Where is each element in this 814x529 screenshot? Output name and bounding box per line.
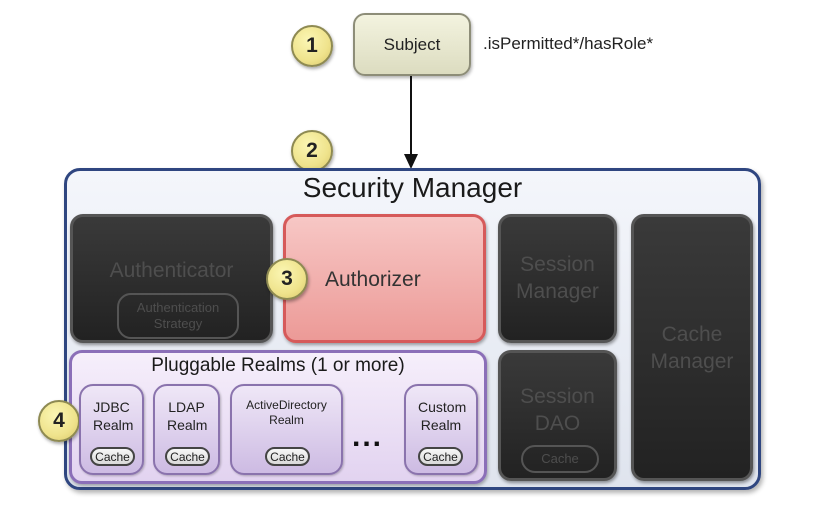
authorizer-label: Authorizer <box>325 268 421 291</box>
step-1-circle: 1 <box>291 25 333 67</box>
realm-name: LDAP Realm <box>167 399 208 433</box>
cache-manager-label: Cache Manager <box>650 323 734 374</box>
realm-custom[interactable]: Custom Realm Cache <box>404 384 478 475</box>
authenticator-label: Authenticator <box>109 259 234 282</box>
realm-cache-pill: Cache <box>165 447 210 466</box>
request-arrow <box>404 76 418 169</box>
pluggable-realms-title: Pluggable Realms (1 or more) <box>151 355 405 376</box>
session-manager-label: Session Manager <box>516 253 599 304</box>
session-dao-box[interactable]: Session DAO Cache <box>498 350 617 481</box>
realm-name: ActiveDirectory Realm <box>246 398 327 427</box>
realm-cache-pill: Cache <box>418 447 463 466</box>
realm-active-directory[interactable]: ActiveDirectory Realm Cache <box>230 384 343 475</box>
realm-name: JDBC Realm <box>93 399 134 433</box>
session-dao-cache-pill: Cache <box>521 445 599 473</box>
session-dao-label: Session DAO <box>520 385 595 436</box>
step-2-circle: 2 <box>291 130 333 172</box>
realm-jdbc[interactable]: JDBC Realm Cache <box>79 384 144 475</box>
security-manager-title: Security Manager <box>302 172 523 203</box>
realm-cache-pill: Cache <box>90 447 135 466</box>
realm-cache-pill: Cache <box>265 447 310 466</box>
step-4-circle: 4 <box>38 400 80 442</box>
more-realms-ellipsis: ... <box>352 420 384 453</box>
realm-ldap[interactable]: LDAP Realm Cache <box>153 384 220 475</box>
subject-method-call: .isPermitted*/hasRole* <box>483 34 654 53</box>
step-3-circle: 3 <box>266 258 308 300</box>
subject-label: Subject <box>383 34 441 54</box>
realm-name: Custom Realm <box>418 399 467 433</box>
session-manager-box[interactable]: Session Manager <box>498 214 617 343</box>
authenticator-box[interactable]: Authenticator Authentication Strategy <box>70 214 273 343</box>
subject-box[interactable]: Subject <box>353 13 471 76</box>
cache-manager-box[interactable]: Cache Manager <box>631 214 753 481</box>
authentication-strategy-pill: Authentication Strategy <box>117 293 239 339</box>
authorizer-box[interactable] <box>283 214 486 343</box>
